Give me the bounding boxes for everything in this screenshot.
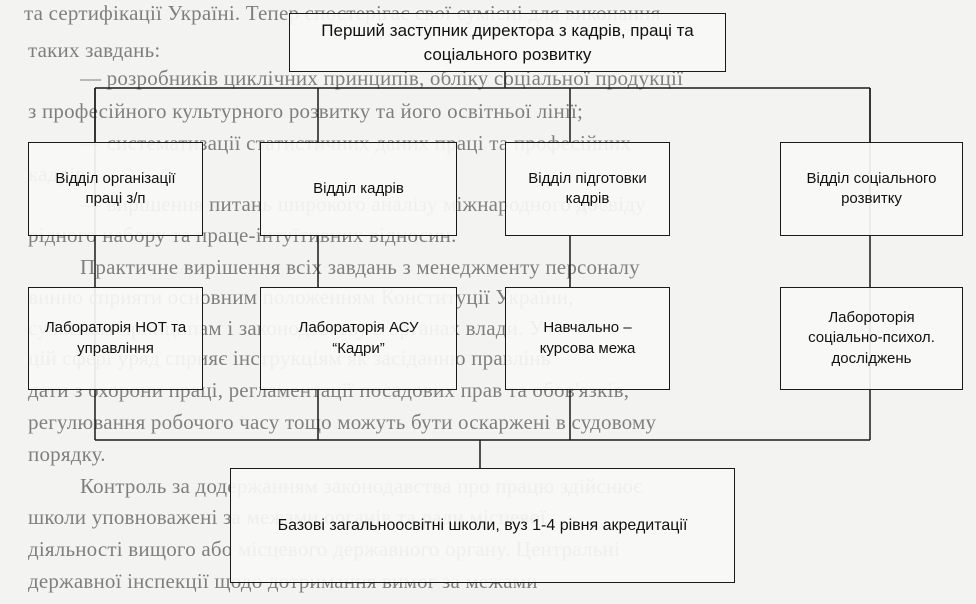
- background-text-line: таких завдань:: [28, 38, 161, 62]
- department-box-social-development: Відділ соціального розвитку: [780, 142, 963, 236]
- top-management-box: Перший заступник директора з кадрів, пра…: [289, 13, 726, 72]
- department-label-line2: праці з/п: [85, 190, 146, 207]
- lab-label-line1: Лабораторія АСУ: [298, 319, 419, 337]
- background-text-line: порядку.: [28, 442, 106, 466]
- lab-label-line1: Лабораторія НОТ та: [44, 319, 187, 337]
- department-box-personnel: Відділ кадрів: [260, 142, 457, 236]
- lab-label-line1: Лабороторія: [828, 309, 915, 327]
- bottom-schools-box: Базові загальноосвітні школи, вуз 1-4 рі…: [230, 468, 735, 583]
- department-label-line2: розвитку: [841, 190, 902, 207]
- department-label-line2: кадрів: [565, 190, 610, 207]
- top-management-line1: Перший заступник директора з кадрів, пра…: [321, 21, 694, 41]
- department-box-training: Відділ підготовки кадрів: [505, 142, 670, 236]
- department-label-line1: Відділ підготовки: [528, 169, 647, 187]
- department-label-line1: Відділ кадрів: [313, 179, 404, 197]
- department-label-line1: Відділ соціального: [806, 169, 937, 187]
- lab-label-line2: соціально-психол.: [808, 329, 935, 347]
- lab-box-socio-psych-research: Лабороторія соціально-психол. досліджень: [780, 287, 963, 390]
- background-text-line: регулювання робочого часу тощо можуть бу…: [28, 410, 657, 434]
- lab-box-not-management: Лабораторія НОТ та управління: [28, 287, 203, 390]
- lab-label-line2: “Кадри”: [332, 339, 385, 357]
- top-management-line2: соціального розвитку: [423, 44, 592, 64]
- bottom-schools-label: Базові загальноосвітні школи, вуз 1-4 рі…: [277, 516, 688, 534]
- lab-label-line2: курсова межа: [539, 339, 636, 357]
- lab-label-line2: управління: [77, 339, 154, 357]
- lab-box-training-course: Навчально – курсова межа: [505, 287, 670, 390]
- background-text-line: з професійного культурного розвитку та й…: [28, 99, 584, 123]
- department-label-line1: Відділ організації: [55, 169, 176, 187]
- lab-box-asu-kadry: Лабораторія АСУ “Кадри”: [260, 287, 457, 390]
- lab-label-line1: Навчально –: [543, 319, 632, 337]
- department-box-work-organization: Відділ організації праці з/п: [28, 142, 203, 236]
- lab-label-line3: досліджень: [831, 349, 912, 367]
- background-text-line: Практичне вирішення всіх завдань з менед…: [80, 255, 640, 279]
